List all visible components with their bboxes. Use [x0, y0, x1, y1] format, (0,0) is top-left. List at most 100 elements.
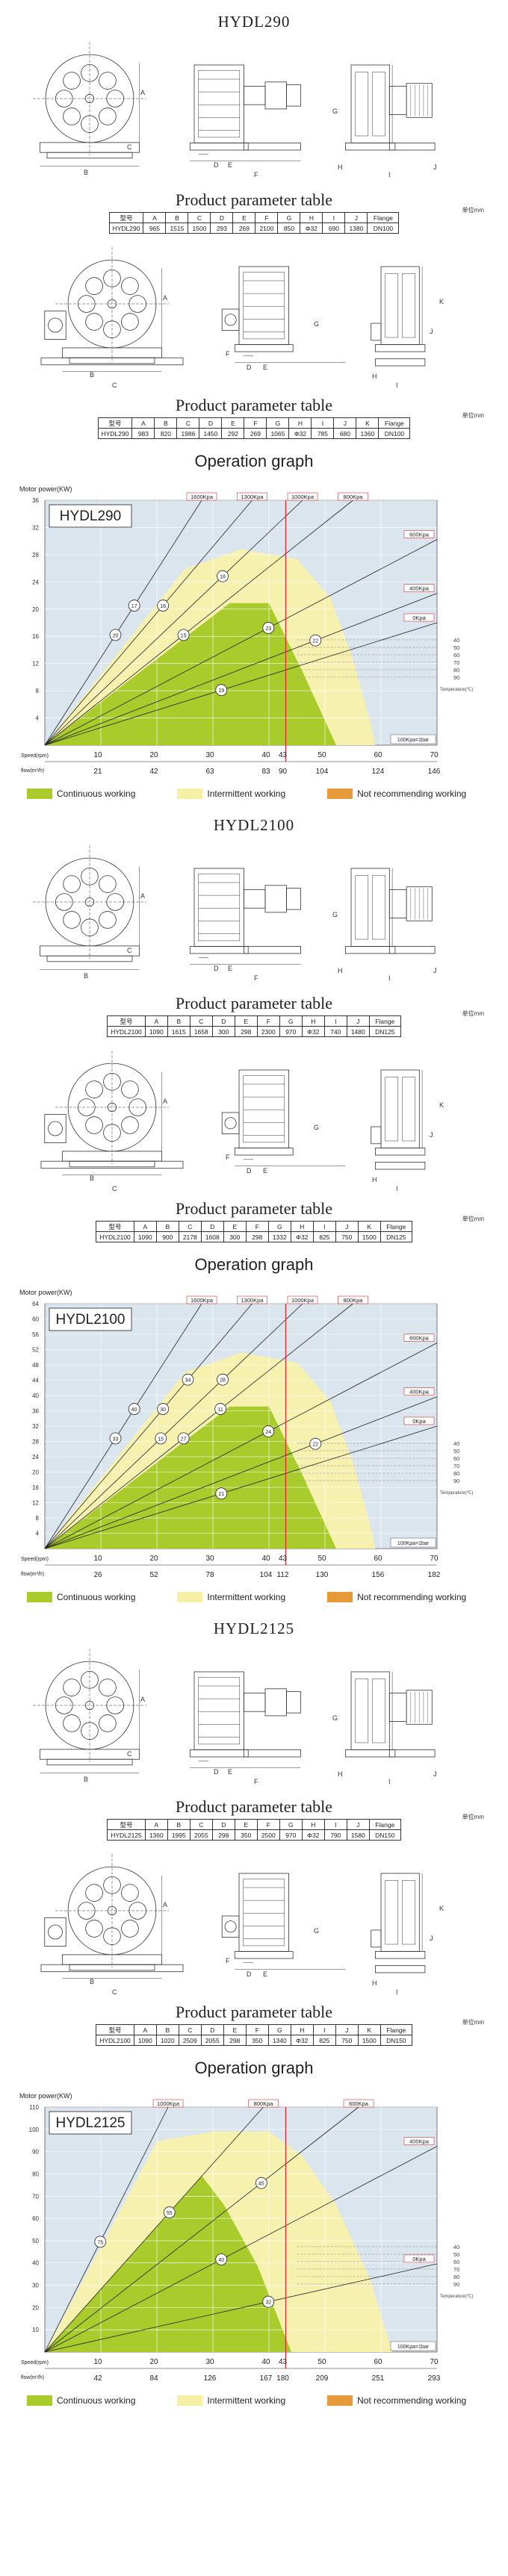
y-tick-label: 20 — [32, 1469, 39, 1476]
table-header-cell: D — [200, 1221, 224, 1232]
y-tick-label: 32 — [32, 1423, 39, 1430]
pressure-label: 0Kpa — [412, 1418, 426, 1425]
table-cell: 300 — [223, 1231, 247, 1242]
table-cell: 750 — [335, 1231, 359, 1242]
marker-circle — [157, 600, 170, 612]
pressure-badge — [287, 492, 318, 501]
y-tick-label: 48 — [32, 1362, 39, 1369]
flow-tick-label: 84 — [149, 2374, 158, 2383]
operation-graph-chart: 4812162024283236405060708090Temperature(… — [19, 485, 473, 776]
marker-circle — [262, 622, 275, 634]
operation-graph-title: Operation graph — [194, 452, 314, 470]
dimension-label: G — [332, 108, 338, 115]
temperature-label: 50 — [453, 644, 459, 651]
flow-axis-label: flow(m³/h) — [21, 768, 44, 774]
legend-item: Continuous working — [27, 784, 135, 803]
temperature-label: 50 — [453, 1448, 459, 1455]
table-cell: HYDL2125 — [107, 1829, 146, 1841]
table-cell: 1995 — [167, 1829, 190, 1841]
y-tick-label: 16 — [32, 1484, 39, 1491]
table-cell: 298 — [223, 2035, 247, 2046]
speed-tick-label: 10 — [93, 1555, 102, 1563]
pressure-badge — [403, 2254, 435, 2263]
marker-label: 22 — [312, 1443, 318, 1448]
marker-label: 15 — [158, 1437, 164, 1442]
legend-swatch — [177, 788, 203, 799]
flow-tick-label: 104 — [316, 768, 329, 776]
pressure-badge — [186, 1295, 217, 1304]
pressure-line — [44, 2146, 438, 2353]
table-cell: 293 — [210, 223, 234, 234]
legend-label: Not recommending working — [357, 1592, 467, 1602]
dimension-label: E — [263, 364, 267, 371]
table-header-cell: F — [255, 212, 279, 223]
legend-label: Intermittent working — [207, 1592, 286, 1602]
speed-axis-label: Speed(rpm) — [21, 1557, 49, 1562]
dimension-label: G — [314, 1124, 319, 1131]
table-header-cell: A — [144, 1015, 168, 1027]
pressure-line — [44, 1303, 353, 1549]
pressure-line — [44, 2106, 359, 2353]
marker-circle — [262, 2295, 275, 2308]
y-tick-label: 30 — [32, 2283, 39, 2289]
pressure-label: 1000Kpa — [291, 494, 315, 500]
table-header-cell: E — [234, 1819, 258, 1830]
table-cell: 1020 — [155, 2035, 179, 2046]
marker-label: 21 — [218, 1492, 224, 1497]
dimension-label: D — [247, 364, 252, 371]
chart-title-box — [49, 1307, 132, 1331]
dimension-label: G — [332, 911, 338, 918]
pressure-label: 800Kpa — [344, 494, 364, 500]
unit-label: 单位mm — [462, 207, 484, 214]
table-header-cell: K — [356, 417, 380, 429]
y-axis-label: Motor power(KW) — [19, 485, 72, 493]
table-cell: 2100 — [255, 223, 279, 234]
unit-note: 100Kpa=1bar — [397, 2345, 430, 2350]
y-tick-label: 52 — [32, 1347, 39, 1354]
table-cell: Φ32 — [301, 1829, 325, 1841]
table-cell: DN100 — [378, 428, 411, 439]
table-header-cell: J — [335, 1221, 359, 1232]
table-header-cell: E — [232, 212, 256, 223]
flow-tick-label: 42 — [149, 768, 158, 776]
speed-tick-label: 40 — [261, 1555, 270, 1563]
marker-circle — [157, 1403, 170, 1415]
table-header-cell: I — [311, 417, 335, 429]
flow-tick-label: 78 — [205, 1571, 214, 1579]
table-header-cell: J — [346, 1819, 370, 1830]
table-cell: 1500 — [357, 2035, 381, 2046]
pressure-line — [44, 1303, 253, 1549]
marker-label: 55 — [167, 2211, 173, 2216]
y-tick-label: 110 — [29, 2104, 39, 2111]
y-tick-label: 12 — [32, 1500, 39, 1507]
table-header-cell: E — [223, 2024, 247, 2035]
dimension-label: J — [433, 164, 437, 171]
speed-tick-label: 20 — [149, 2358, 158, 2366]
pressure-label: 1300Kpa — [241, 494, 264, 500]
pressure-line — [44, 500, 353, 746]
pressure-label: 1300Kpa — [241, 1297, 264, 1304]
table-header-cell: H — [300, 212, 323, 223]
pressure-badge — [403, 1387, 435, 1396]
dimension-label: E — [263, 1970, 267, 1978]
table-cell: 900 — [155, 1231, 179, 1242]
flow-tick-label: 90 — [279, 768, 288, 776]
parameter-table-title: Product parameter table — [175, 994, 333, 1012]
dimension-label: B — [90, 1978, 94, 1985]
table-header-cell: 型号 — [96, 1221, 134, 1232]
dimension-label: F — [254, 1778, 258, 1785]
speed-tick-label: 30 — [205, 1555, 214, 1563]
table-cell: HYDL2100 — [96, 2035, 134, 2046]
y-tick-label: 24 — [32, 1454, 39, 1460]
dimension-label: C — [127, 947, 132, 954]
dimension-label: C — [112, 1988, 117, 1996]
table-cell: 1480 — [346, 1026, 370, 1037]
temperature-axis-label: Temperature(℃) — [440, 688, 473, 692]
table-header-cell: C — [188, 212, 211, 223]
